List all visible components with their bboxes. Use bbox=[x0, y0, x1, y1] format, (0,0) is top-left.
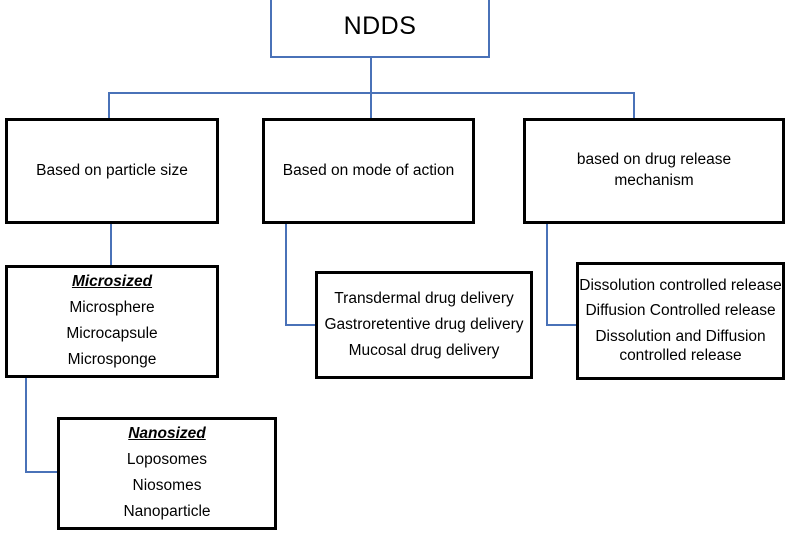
node-based-on-drug-release-mechanism[interactable]: based on drug release mechanism bbox=[523, 118, 785, 224]
node-nanosized-heading: Nanosized bbox=[128, 425, 206, 443]
connector-drug-release-to-leaf-vertical bbox=[546, 223, 548, 326]
node-mode-of-action-item-0: Transdermal drug delivery bbox=[334, 290, 514, 308]
connector-mode-of-action-to-leaf-vertical bbox=[285, 223, 287, 326]
node-based-on-particle-size[interactable]: Based on particle size bbox=[5, 118, 219, 224]
node-root-ndds[interactable]: NDDS bbox=[270, 0, 490, 58]
node-drug-release-items[interactable]: Dissolution controlled release Diffusion… bbox=[576, 262, 785, 380]
node-microsized-item-0: Microsphere bbox=[69, 299, 155, 317]
connector-microsized-to-nanosized-horizontal bbox=[25, 471, 59, 473]
node-based-on-particle-size-label: Based on particle size bbox=[36, 161, 188, 179]
node-mode-of-action-items[interactable]: Transdermal drug delivery Gastroretentiv… bbox=[315, 271, 533, 379]
node-nanosized[interactable]: Nanosized Loposomes Niosomes Nanoparticl… bbox=[57, 417, 277, 530]
node-microsized-heading: Microsized bbox=[71, 273, 153, 291]
connector-root-stem bbox=[370, 57, 372, 93]
node-microsized-item-1: Microcapsule bbox=[66, 325, 158, 343]
node-mode-of-action-item-1: Gastroretentive drug delivery bbox=[324, 316, 524, 334]
node-nanosized-item-2: Nanoparticle bbox=[123, 502, 211, 520]
node-nanosized-item-1: Niosomes bbox=[132, 477, 202, 495]
connector-mode-of-action-to-leaf-horizontal bbox=[285, 324, 317, 326]
node-based-on-mode-of-action-label: Based on mode of action bbox=[282, 161, 455, 179]
node-nanosized-item-0: Loposomes bbox=[126, 451, 208, 469]
node-drug-release-item-0: Dissolution controlled release bbox=[579, 276, 782, 294]
node-microsized[interactable]: Microsized Microsphere Microcapsule Micr… bbox=[5, 265, 219, 378]
connector-microsized-to-nanosized-vertical bbox=[25, 377, 27, 473]
connector-drop-particle-size bbox=[108, 92, 110, 119]
connector-drop-mode-of-action bbox=[370, 92, 372, 119]
connector-particle-size-to-microsized bbox=[110, 223, 112, 266]
node-drug-release-item-1: Diffusion Controlled release bbox=[585, 302, 776, 320]
node-mode-of-action-item-2: Mucosal drug delivery bbox=[348, 341, 500, 359]
node-root-label: NDDS bbox=[343, 12, 417, 41]
connector-drug-release-to-leaf-horizontal bbox=[546, 324, 578, 326]
node-based-on-drug-release-mechanism-label: based on drug release mechanism bbox=[576, 151, 732, 189]
node-microsized-item-2: Microsponge bbox=[67, 350, 157, 368]
node-drug-release-item-2: Dissolution and Diffusion controlled rel… bbox=[595, 328, 766, 364]
connector-drop-drug-release bbox=[633, 92, 635, 119]
node-based-on-mode-of-action[interactable]: Based on mode of action bbox=[262, 118, 475, 224]
